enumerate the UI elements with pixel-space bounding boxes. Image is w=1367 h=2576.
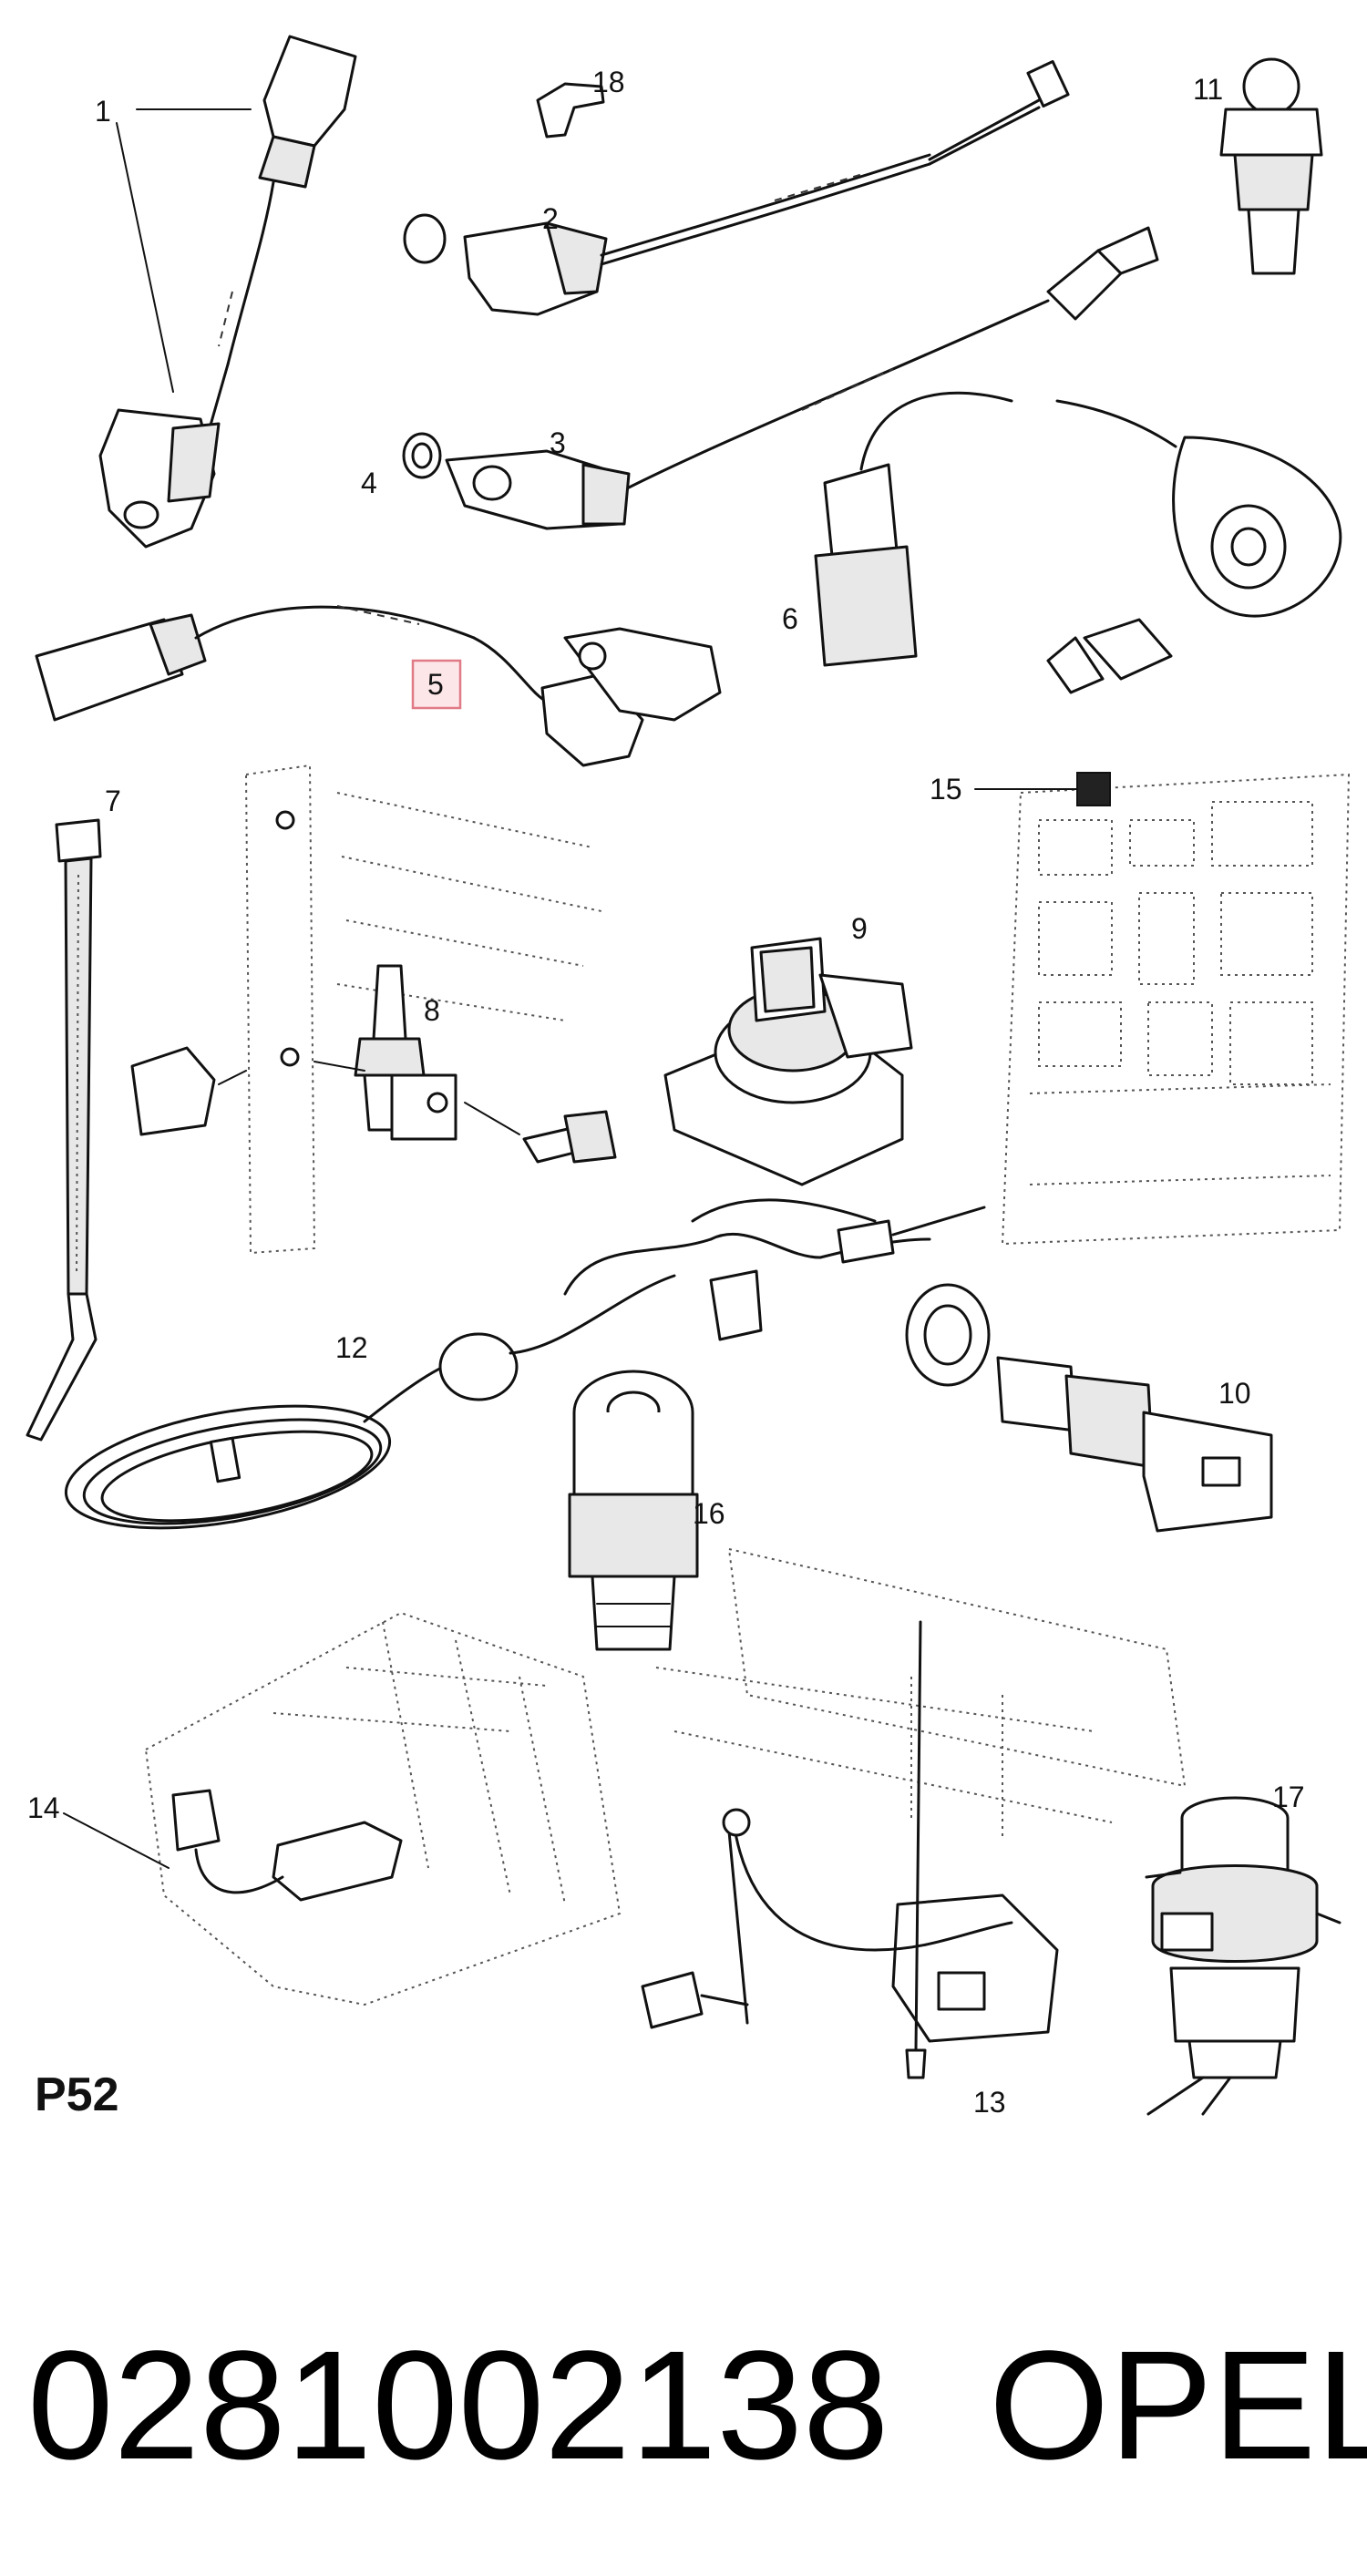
callout-2: 2 (542, 202, 559, 235)
part-15-fuse-box (974, 772, 1351, 1246)
sheet-code: P52 (35, 2068, 119, 2121)
part-1-sensor-connector (98, 35, 357, 549)
part-7-cable-tie (26, 818, 102, 1442)
part-4-o-ring (402, 432, 442, 479)
part-6-knock-sensor (814, 391, 1342, 694)
part-9-connector-bracket (663, 937, 913, 1186)
part-17-solenoid-valve (1145, 1796, 1341, 2116)
part-14-floor-sensor (63, 1611, 622, 2006)
part-5-highlight-box (411, 659, 462, 710)
callout-7: 7 (105, 785, 121, 817)
part-10-temp-sensor (905, 1283, 1273, 1533)
callout-11: 11 (1193, 73, 1223, 106)
callout-13: 13 (973, 2086, 1006, 2119)
callout-10: 10 (1218, 1377, 1251, 1410)
callout-4: 4 (361, 467, 377, 499)
callout-17: 17 (1272, 1781, 1305, 1813)
callout-6: 6 (782, 602, 798, 635)
part-number: 0281002138 (27, 2319, 889, 2492)
callout-18: 18 (592, 66, 625, 98)
part-5-sensor-highlighted (35, 605, 722, 767)
part-3-sensor-cable (445, 226, 1159, 530)
callout-8: 8 (424, 994, 440, 1027)
part-16-pressure-switch (568, 1370, 699, 1651)
part-18-hose (536, 82, 605, 139)
callout-14: 14 (27, 1791, 60, 1824)
callout-1: 1 (95, 95, 111, 128)
part-8-bracket-sensor (130, 764, 617, 1255)
part-11-temp-switch (1219, 57, 1323, 275)
callout-12: 12 (335, 1331, 368, 1364)
part-12-wire-harness (64, 1198, 986, 1530)
callout-9: 9 (851, 912, 868, 945)
brand-name: OPEL (989, 2319, 1367, 2492)
callout-3: 3 (550, 426, 566, 459)
part-2-sensor-cable (403, 60, 1070, 316)
callout-5: 5 (427, 668, 444, 701)
callout-15: 15 (930, 773, 962, 806)
part-13-harness-bracket (641, 1547, 1187, 2079)
callout-16: 16 (693, 1497, 725, 1530)
